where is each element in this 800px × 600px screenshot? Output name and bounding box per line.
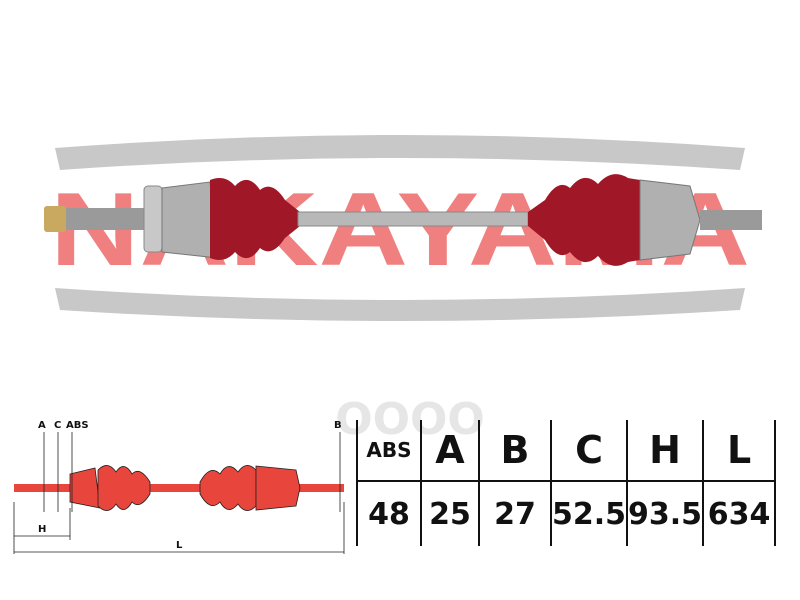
outer-boot: [210, 178, 300, 260]
spec-header-abs: ABS: [356, 420, 422, 482]
diagram-shaft: [14, 484, 344, 492]
axle-left-nut: [44, 206, 66, 232]
spec-table: ABS A B C H L 48 25 27 52.5 93.5 634: [356, 420, 777, 546]
spec-value-row: 48 25 27 52.5 93.5 634: [356, 481, 777, 546]
label-c: C: [54, 420, 61, 431]
spec-value-c: 52.5: [549, 481, 629, 546]
spec-header-b: B: [478, 420, 552, 482]
spec-header-row: ABS A B C H L: [356, 420, 777, 482]
label-h: H: [38, 524, 46, 535]
product-banner: NAKAYAMA: [44, 135, 762, 321]
outer-cv-joint: [161, 181, 219, 259]
diagram-outer-joint: [69, 467, 101, 509]
spec-header-h: H: [626, 420, 705, 482]
axle-shaft: [297, 211, 529, 227]
inner-cv-joint: [639, 179, 701, 261]
label-l: L: [176, 540, 183, 551]
logo-stripe-top: [55, 135, 745, 170]
spec-header-a: A: [420, 420, 480, 482]
spec-value-abs: 48: [356, 481, 422, 546]
dimension-diagram: A C ABS B H L: [13, 420, 345, 554]
diagram-inner-boot: [199, 465, 257, 511]
spec-value-h: 93.5: [626, 481, 705, 546]
axle-left-spline: [66, 208, 144, 230]
axle-right-spline: [700, 210, 762, 230]
label-abs: ABS: [66, 420, 89, 431]
label-a: A: [38, 420, 46, 431]
abs-ring: [143, 185, 163, 253]
spec-header-l: L: [702, 420, 777, 482]
diagram-inner-joint: [255, 465, 301, 511]
spec-value-a: 25: [420, 481, 480, 546]
spec-value-b: 27: [478, 481, 552, 546]
spec-value-l: 634: [702, 481, 777, 546]
label-b: B: [334, 420, 342, 431]
diagram-outer-boot: [97, 465, 151, 511]
logo-stripe-bottom: [55, 288, 745, 321]
inner-boot: [528, 174, 640, 266]
spec-header-c: C: [549, 420, 629, 482]
